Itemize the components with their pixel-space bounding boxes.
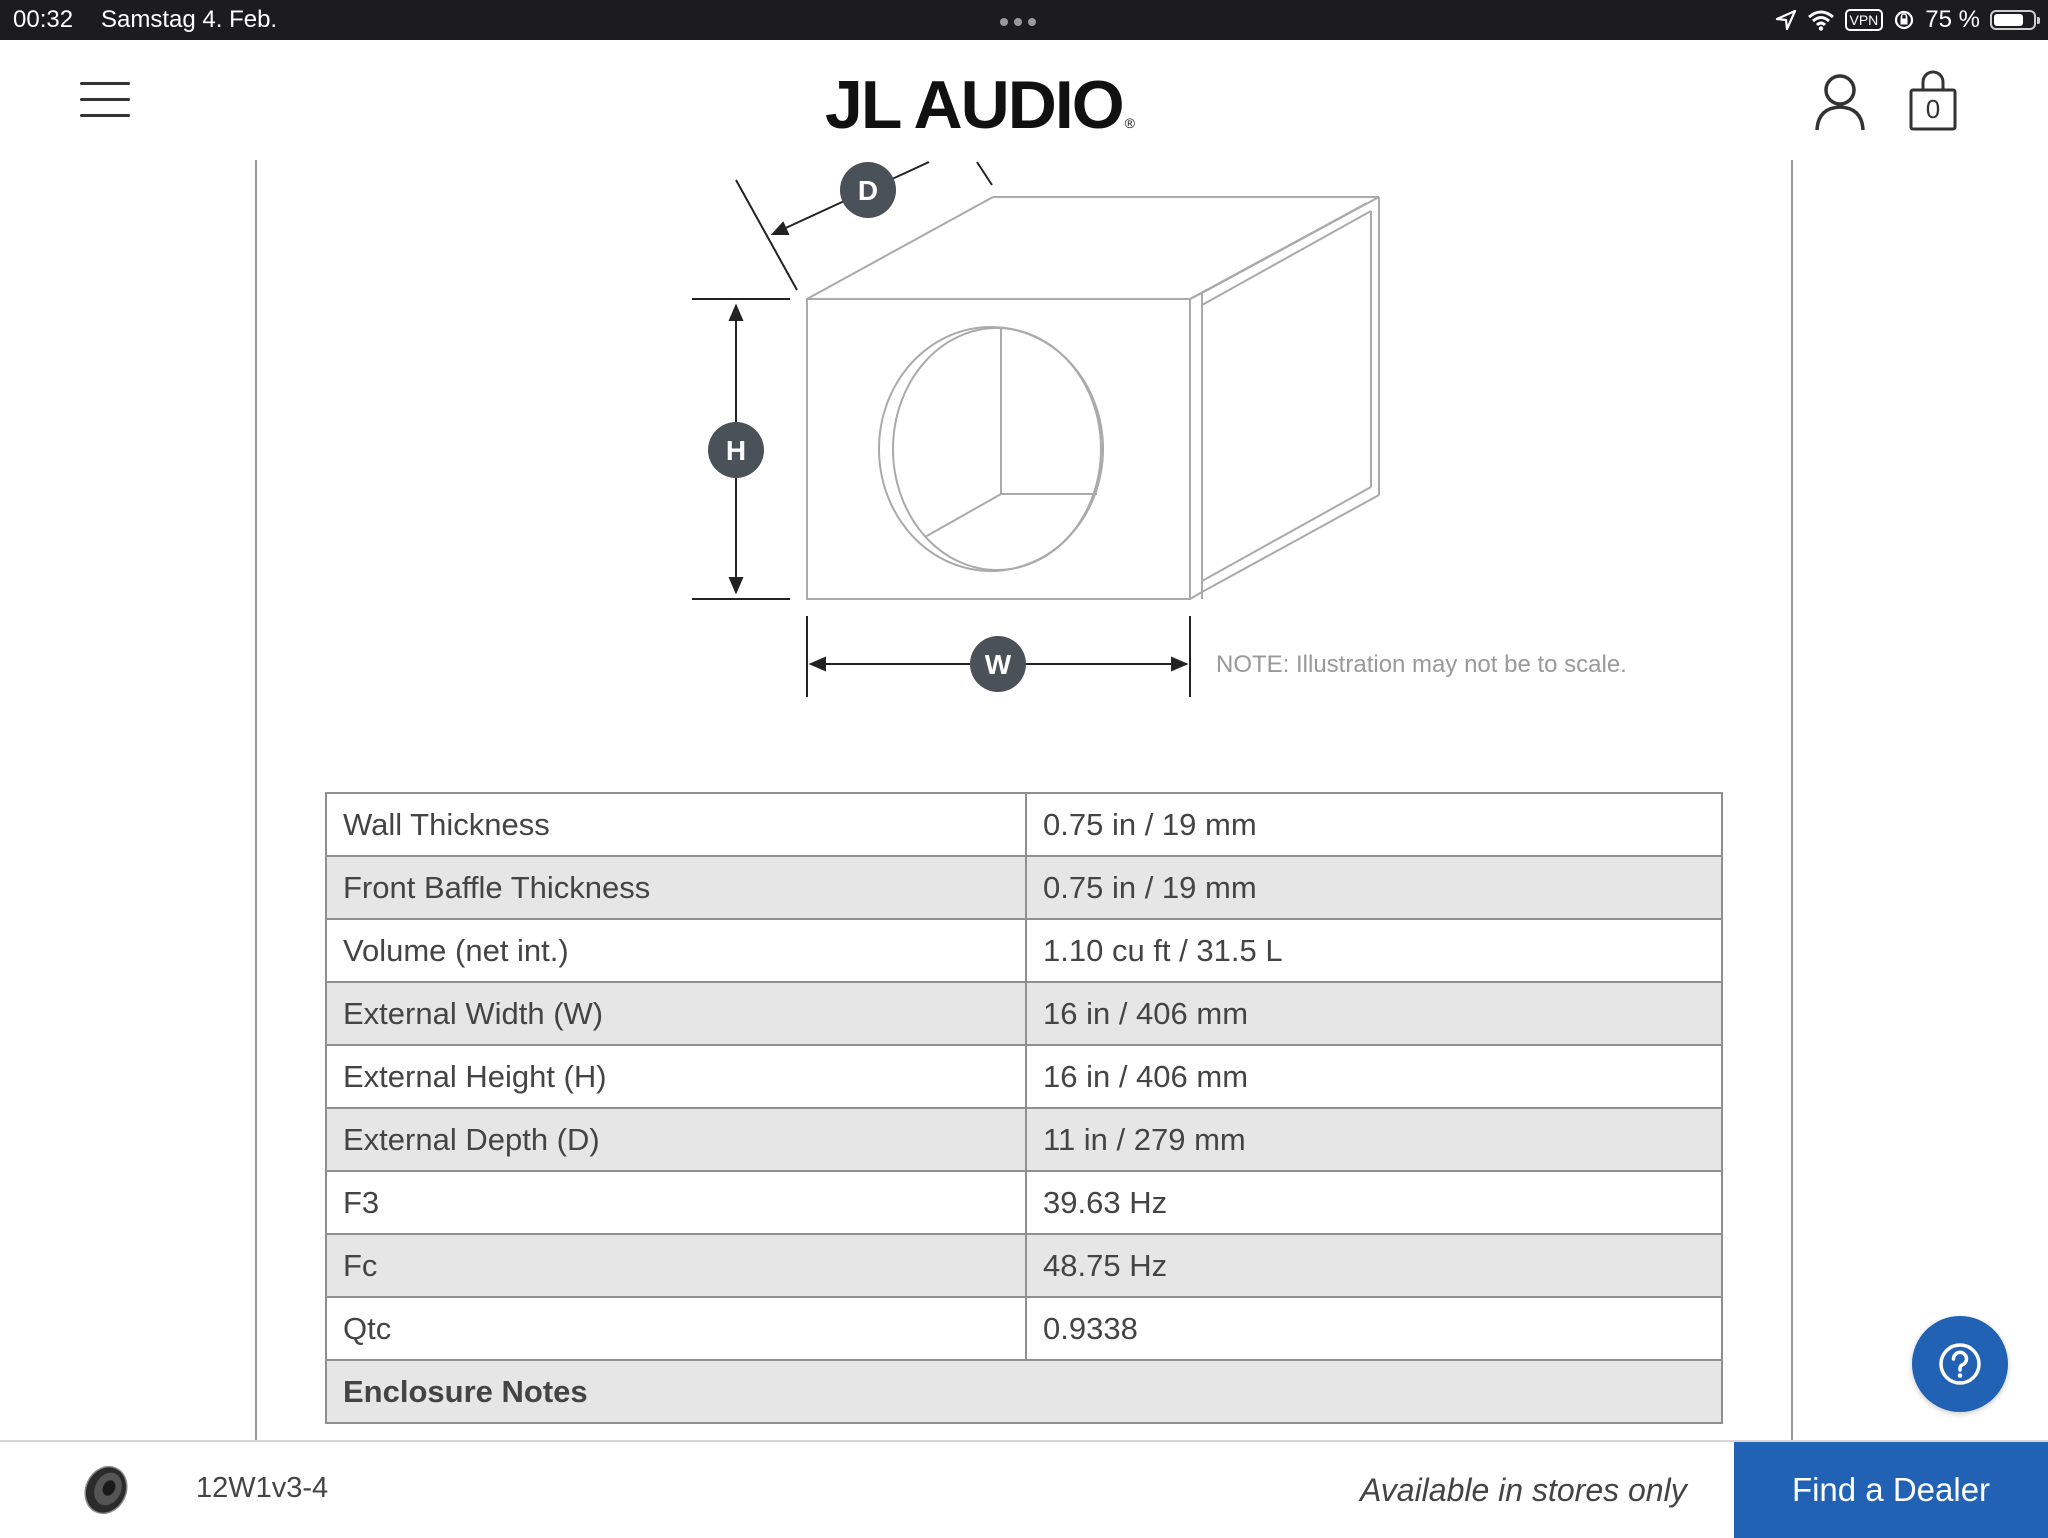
spec-label: F3 xyxy=(325,1170,1027,1235)
enclosure-dimension-diagram: D H W xyxy=(692,161,1380,697)
dimension-lines xyxy=(692,161,1191,697)
depth-label: D xyxy=(840,162,896,218)
status-time: 00:32 xyxy=(13,6,74,33)
shopping-bag-icon xyxy=(1909,70,1957,131)
spec-row: External Width (W)16 in / 406 mm xyxy=(325,981,1723,1046)
width-label-text: W xyxy=(985,649,1012,680)
battery-icon xyxy=(1990,10,2040,30)
spec-value: 16 in / 406 mm xyxy=(1025,1044,1723,1109)
product-name: 12W1v3-4 xyxy=(196,1472,329,1504)
orientation-lock-icon xyxy=(1895,10,1914,30)
depth-label-text: D xyxy=(858,175,878,206)
status-bar: 00:32 Samstag 4. Feb. VPN 75 % xyxy=(0,0,2048,40)
spec-label: Volume (net int.) xyxy=(325,918,1027,983)
spec-value: 0.9338 xyxy=(1025,1296,1723,1361)
enclosure-notes-row[interactable]: Enclosure Notes xyxy=(325,1359,1723,1424)
height-label-text: H xyxy=(726,435,746,466)
status-date: Samstag 4. Feb. xyxy=(101,6,278,33)
scale-note: NOTE: Illustration may not be to scale. xyxy=(1216,651,1627,678)
battery-percent: 75 % xyxy=(1925,6,1980,33)
spec-value: 39.63 Hz xyxy=(1025,1170,1723,1235)
spec-value: 0.75 in / 19 mm xyxy=(1025,855,1723,920)
status-indicators: VPN 75 % xyxy=(1775,5,2040,35)
height-label: H xyxy=(708,422,764,478)
vpn-badge: VPN xyxy=(1844,9,1884,31)
availability-text: Available in stores only xyxy=(1360,1472,1687,1508)
product-content: D H W NOTE: Illustration may not be to s… xyxy=(255,160,1793,1440)
subwoofer-thumbnail xyxy=(84,1465,128,1515)
cart-button[interactable]: 0 xyxy=(1908,70,1958,132)
spec-label: Front Baffle Thickness xyxy=(325,855,1027,920)
help-button[interactable] xyxy=(1912,1316,2008,1412)
cart-count: 0 xyxy=(1925,94,1941,124)
user-icon xyxy=(1815,74,1865,131)
spec-row: External Height (H)16 in / 406 mm xyxy=(325,1044,1723,1109)
site-header: JL AUDIO® 0 xyxy=(0,40,2048,160)
spec-value: 48.75 Hz xyxy=(1025,1233,1723,1298)
wifi-icon xyxy=(1807,10,1834,31)
spec-value: 11 in / 279 mm xyxy=(1025,1107,1723,1172)
spec-value: 16 in / 406 mm xyxy=(1025,981,1723,1046)
hamburger-menu-button[interactable] xyxy=(80,80,132,120)
spec-row: External Depth (D)11 in / 279 mm xyxy=(325,1107,1723,1172)
spec-value: 1.10 cu ft / 31.5 L xyxy=(1025,918,1723,983)
enclosure-box-drawing xyxy=(806,196,1380,600)
width-label: W xyxy=(970,636,1026,692)
logo-text: JL AUDIO xyxy=(825,67,1125,143)
spec-value: 0.75 in / 19 mm xyxy=(1025,792,1723,857)
enclosure-notes-heading: Enclosure Notes xyxy=(325,1359,1723,1424)
registered-mark: ® xyxy=(1124,115,1135,131)
spec-label: External Height (H) xyxy=(325,1044,1027,1109)
spec-label: External Depth (D) xyxy=(325,1107,1027,1172)
spec-label: External Width (W) xyxy=(325,981,1027,1046)
location-icon xyxy=(1775,9,1796,31)
question-icon xyxy=(1939,1343,1981,1385)
find-a-dealer-button[interactable]: Find a Dealer xyxy=(1734,1442,2048,1538)
multitasking-dots[interactable] xyxy=(1000,18,1036,26)
jl-audio-logo[interactable]: JL AUDIO® xyxy=(825,66,1225,146)
account-button[interactable] xyxy=(1812,72,1868,132)
spec-label: Qtc xyxy=(325,1296,1027,1361)
spec-label: Fc xyxy=(325,1233,1027,1298)
spec-label: Wall Thickness xyxy=(325,792,1027,857)
product-bottom-bar: 12W1v3-4 Available in stores only Find a… xyxy=(0,1440,2048,1538)
spec-row: Volume (net int.)1.10 cu ft / 31.5 L xyxy=(325,918,1723,983)
